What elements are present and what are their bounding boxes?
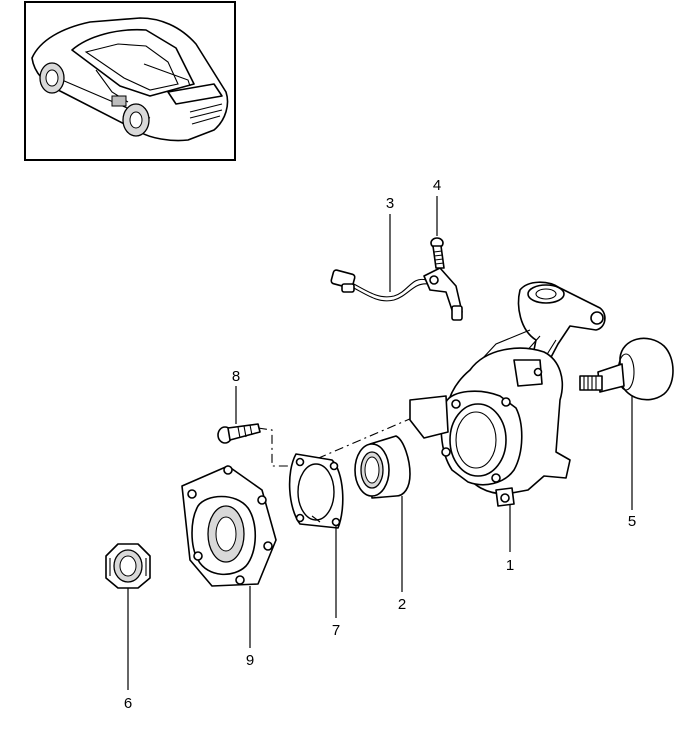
speed-sensor-part-3[interactable]: [330, 267, 463, 321]
vehicle-thumbnail[interactable]: [24, 1, 236, 161]
callout-7: 7: [332, 622, 340, 639]
cover-plate-part-7[interactable]: [288, 453, 344, 529]
callout-2: 2: [398, 596, 406, 613]
car-illustration: [31, 17, 229, 142]
wheel-bearing-part-2[interactable]: [354, 435, 411, 499]
callout-3: 3: [386, 195, 394, 212]
callout-8: 8: [232, 368, 240, 385]
drive-flange-part-5[interactable]: [579, 337, 674, 401]
wheel-hub-part-9[interactable]: [181, 465, 277, 587]
callout-4: 4: [433, 177, 441, 194]
wheel-carrier-part-1[interactable]: [409, 281, 606, 507]
collar-nut-part-6[interactable]: [105, 543, 151, 589]
callout-6: 6: [124, 695, 132, 712]
sensor-bolt-part-4[interactable]: [430, 237, 445, 269]
callout-9: 9: [246, 652, 254, 669]
callout-1: 1: [506, 557, 514, 574]
callout-5: 5: [628, 513, 636, 530]
bolt-part-8[interactable]: [217, 423, 261, 444]
